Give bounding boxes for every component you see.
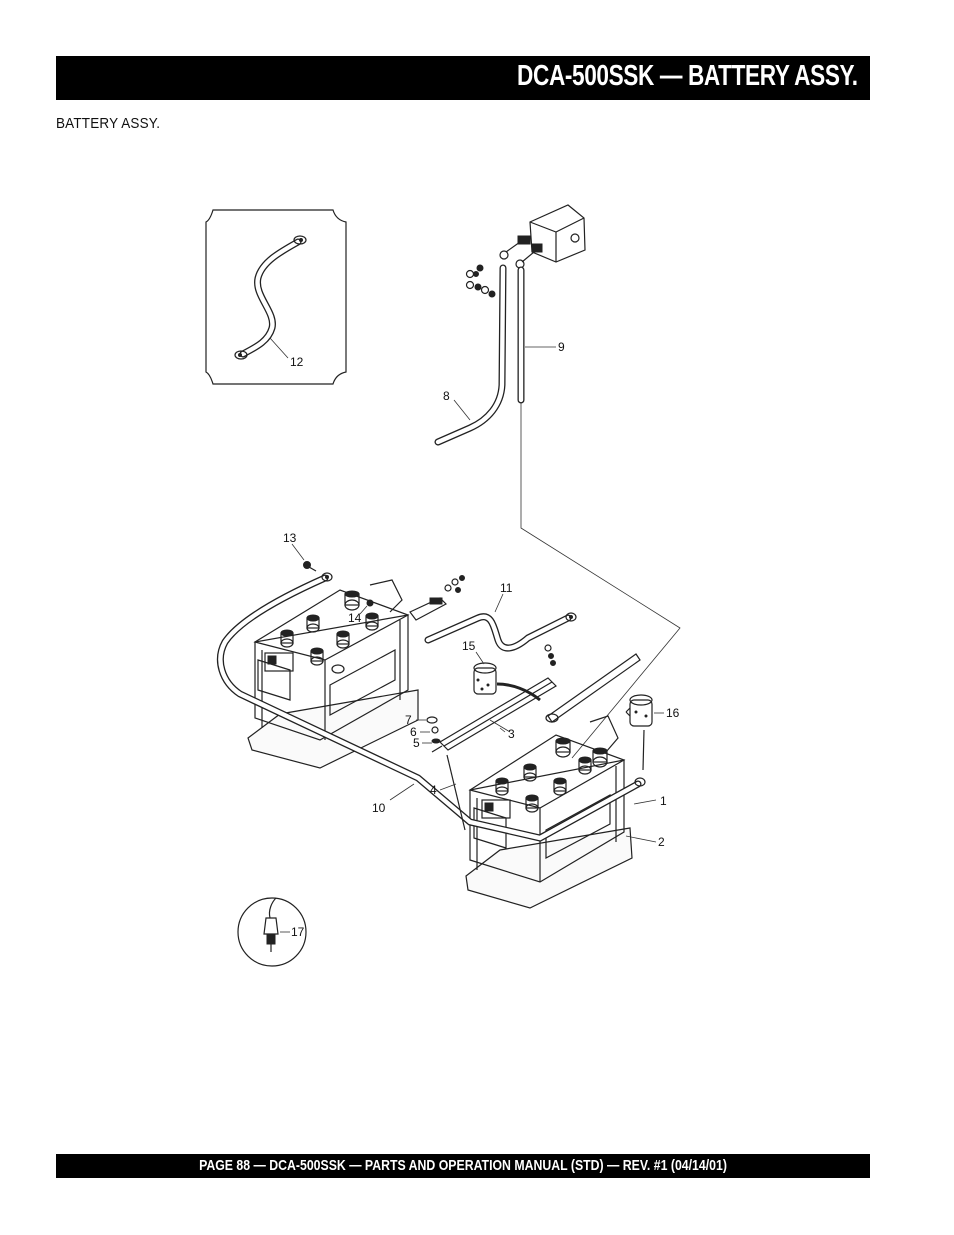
callout-17: 17 [291,925,305,939]
cable-10 [216,572,646,842]
hold-down-bar-3 [431,677,557,753]
footer-text: PAGE 88 — DCA-500SSK — PARTS AND OPERATI… [199,1157,727,1174]
inset-part-17 [237,897,307,967]
rod-upper-right [545,653,641,723]
callout-7: 7 [405,713,412,727]
callout-4: 4 [430,783,437,797]
bolt-13 [291,543,317,572]
callout-5: 5 [413,736,420,750]
section-label: BATTERY ASSY. [56,115,161,132]
footer-bar: PAGE 88 — DCA-500SSK — PARTS AND OPERATI… [56,1154,870,1178]
cable-9 [517,266,556,404]
hardware-5-6-7 [416,644,556,744]
callout-11: 11 [500,581,513,595]
nut-14 [359,599,374,615]
cable-8 [434,264,507,446]
inset-cable-12 [205,209,347,385]
terminal-clamp [409,575,465,621]
callout-labels: 1 2 3 4 5 6 7 8 9 10 11 12 13 14 15 16 1… [283,340,680,939]
callout-9: 9 [558,340,565,354]
terminal-cap-16 [625,694,664,771]
header-bar: DCA-500SSK — BATTERY ASSY. [56,56,870,100]
callout-3: 3 [508,727,515,741]
rod-4 [439,754,466,831]
callout-16: 16 [666,706,680,720]
callout-15: 15 [462,639,476,653]
starter-relay [465,204,586,298]
callout-8: 8 [443,389,450,403]
callout-6: 6 [410,725,417,739]
cable-11 [424,593,577,652]
callout-14: 14 [348,611,362,625]
terminal-cap-15 [473,651,541,702]
page-title: DCA-500SSK — BATTERY ASSY. [517,60,858,92]
battery-lower-right [465,715,633,909]
battery-upper-left [247,579,419,769]
callout-10: 10 [372,801,386,815]
callout-2: 2 [658,835,665,849]
callout-13: 13 [283,531,297,545]
callout-12: 12 [290,355,304,369]
callout-1: 1 [660,794,667,808]
